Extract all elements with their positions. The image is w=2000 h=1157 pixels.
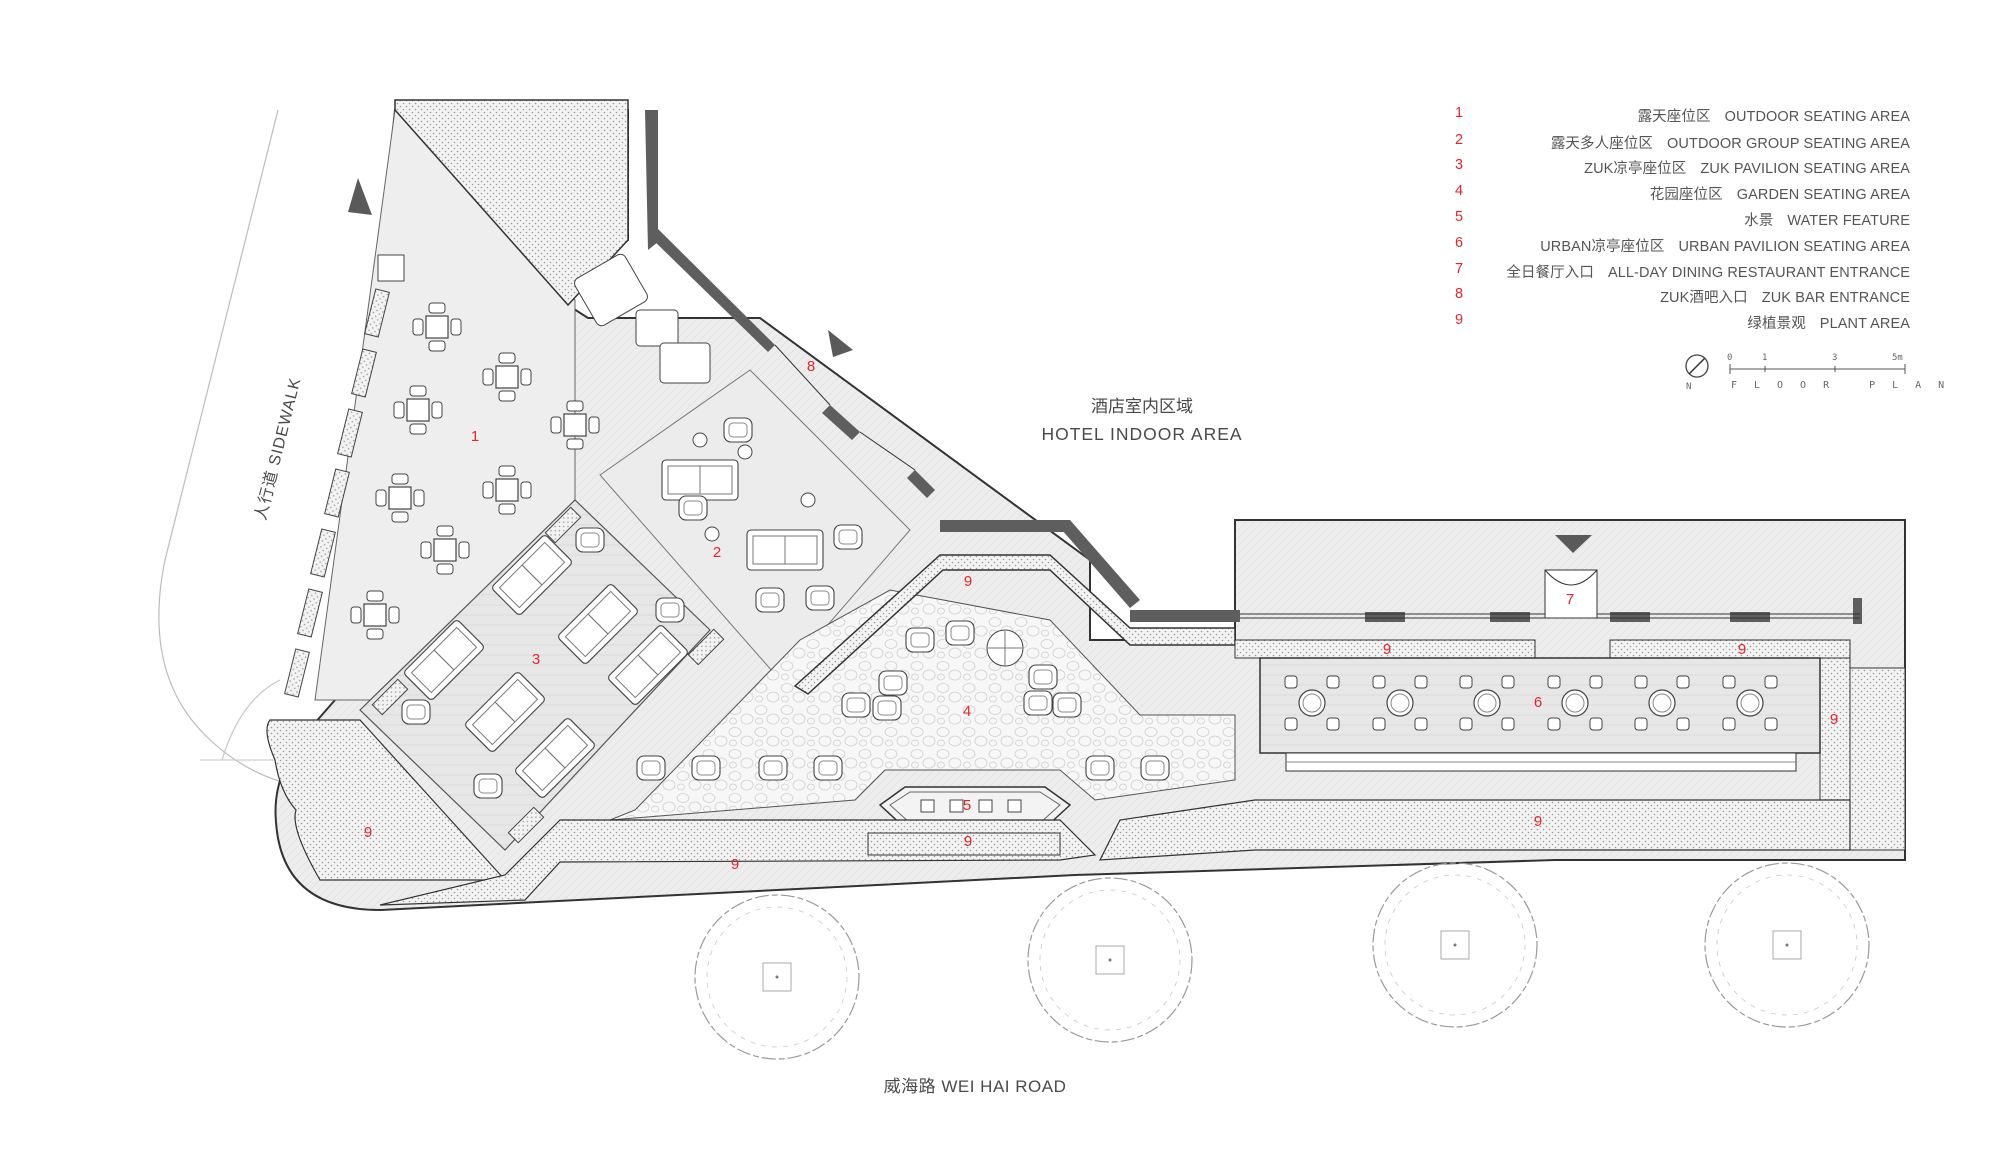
zuk-pavilion-seating-area	[359, 499, 725, 851]
area-number-9: 9	[964, 833, 972, 850]
hotel-indoor-label-zh: 酒店室内区域	[1091, 397, 1193, 416]
scale-tick: 3	[1832, 353, 1837, 363]
area-number-4: 4	[963, 703, 971, 720]
outdoor-group-seating-area	[599, 369, 911, 681]
scale-tick: 5m	[1892, 353, 1903, 363]
plant-area-beds	[266, 554, 1906, 906]
legend-number: 9	[1455, 312, 1464, 328]
legend-number: 4	[1455, 183, 1464, 199]
sidewalk-label: 人行道 SIDEWALK	[252, 376, 305, 523]
area-number-9: 9	[964, 573, 972, 590]
kiosk	[377, 254, 405, 282]
north-arrow-icon: N	[1685, 354, 1709, 392]
area-number-7: 7	[1566, 591, 1574, 608]
hotel-indoor-label-en: HOTEL INDOOR AREA	[1041, 424, 1242, 444]
north-label: N	[1686, 382, 1691, 392]
urban-pavilion-seating-area	[1259, 657, 1821, 772]
garden-seating-area	[609, 589, 1236, 821]
building-walls	[645, 110, 1862, 624]
outdoor-seating-area	[284, 99, 629, 701]
legend-number: 8	[1455, 286, 1464, 302]
scale-bar: 0 1 3 5m FLOOR PLAN	[1727, 353, 1961, 391]
area-number-2: 2	[713, 544, 721, 561]
facade-glazing	[774, 344, 1860, 619]
floor-plan-caption: FLOOR PLAN	[1731, 380, 1961, 391]
area-number-6: 6	[1534, 694, 1542, 711]
area-number-9: 9	[1534, 813, 1542, 830]
entrance-lounge	[574, 253, 711, 384]
area-number-5: 5	[963, 797, 971, 814]
area-number-9: 9	[364, 824, 372, 841]
scale-tick: 1	[1762, 353, 1767, 363]
scale-tick: 0	[1727, 353, 1732, 363]
area-number-8: 8	[807, 358, 815, 375]
legend-number: 7	[1455, 261, 1464, 277]
area-number-3: 3	[532, 651, 540, 668]
legend-number: 3	[1455, 157, 1464, 173]
legend-number: 5	[1455, 209, 1464, 225]
water-feature	[878, 786, 1072, 829]
area-numbers: 1 2 3 4 5 6 7 8 9 9 9 9 9 9 9 9	[364, 358, 1838, 873]
legend-number: 6	[1455, 235, 1464, 251]
planter-strip-sidewalk	[284, 288, 390, 698]
street-trees	[694, 862, 1870, 1060]
entrance-arrows	[348, 178, 1592, 553]
area-number-9: 9	[1738, 641, 1746, 658]
legend-number: 1	[1455, 105, 1464, 121]
road-label: 威海路 WEI HAI ROAD	[884, 1077, 1067, 1096]
legend-number: 2	[1455, 132, 1464, 148]
area-number-1: 1	[471, 428, 479, 445]
area-number-9: 9	[1830, 711, 1838, 728]
area-number-9: 9	[1383, 641, 1391, 658]
area-number-9: 9	[731, 856, 739, 873]
